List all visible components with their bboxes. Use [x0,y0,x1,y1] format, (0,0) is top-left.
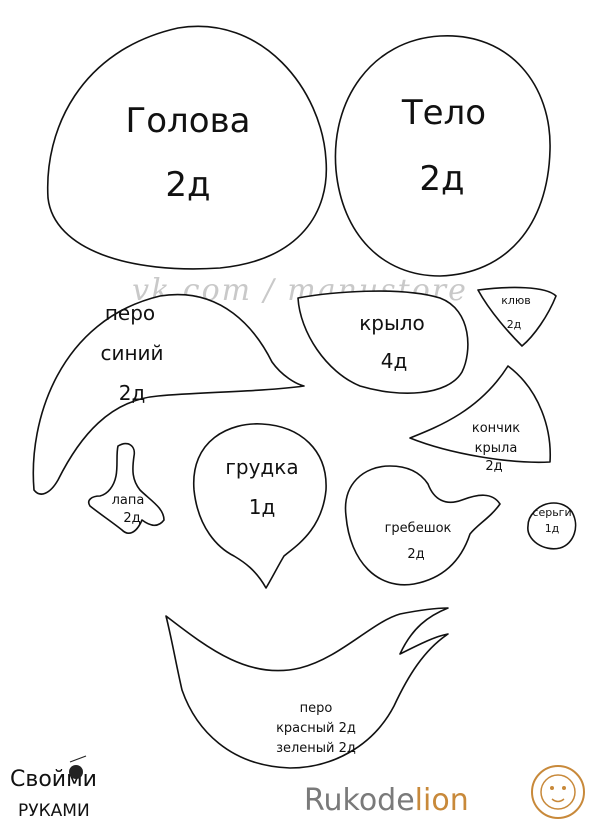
body-count: 2д [419,159,464,199]
breast-name: грудка [225,455,298,479]
brand-left-line2: РУКАМИ [18,801,90,821]
earring-count: 1д [545,522,560,535]
piece-comb: гребешок 2д [344,465,501,586]
comb-name: гребешок [385,521,452,536]
piece-tail-feather: перо красный 2д зеленый 2д [165,607,449,769]
paw-name: лапа [112,493,145,508]
blue-feather-line1: перо [105,301,155,325]
lion-icon [531,765,585,819]
wing-tip-line2: крыла [475,441,518,456]
wing-tip-count: 2д [485,459,502,474]
head-name: Голова [126,101,251,141]
tail-feather-line2: красный 2д [276,721,356,736]
piece-earring: серьги 1д [527,502,577,550]
tail-feather-line1: перо [300,701,333,716]
blue-feather-count: 2д [119,381,146,405]
piece-breast: грудка 1д [193,423,327,589]
brand-left-line1: Свойми [10,767,97,792]
wing-count: 4д [381,349,408,373]
brand-right-part1: Rukode [304,783,415,818]
blue-feather-line2: синий [100,341,163,365]
paw-count: 2д [123,511,140,526]
wing-name: крыло [359,311,425,335]
piece-body: Тело 2д [334,35,551,277]
breast-count: 1д [249,495,276,519]
svg-text:Rukodelion: Rukodelion [304,783,469,818]
tail-feather-line3: зеленый 2д [276,741,356,756]
yarn-ball-icon [69,765,83,779]
piece-blue-feather: перо синий 2д [32,293,305,495]
piece-wing: крыло 4д [297,290,469,394]
beak-name: клюв [501,294,530,307]
head-count: 2д [165,165,210,205]
brand-right-part2: lion [415,783,469,818]
comb-count: 2д [407,547,424,562]
brand-svoimi-rukami: Свойми РУКАМИ [10,755,97,821]
piece-beak: клюв 2д [477,286,557,347]
piece-head: Голова 2д [46,25,328,270]
earring-name: серьги [532,506,571,519]
brand-rukodelion: Rukodelion [304,765,585,819]
piece-paw: лапа 2д [87,442,165,534]
beak-count: 2д [507,318,522,331]
body-name: Тело [401,93,486,133]
piece-wing-tip: кончик крыла 2д [409,365,551,474]
wing-tip-line1: кончик [472,421,520,436]
knitting-needle-icon [69,755,87,763]
